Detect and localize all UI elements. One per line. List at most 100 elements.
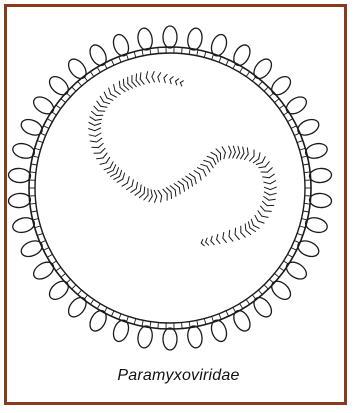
nucleocapsid-subunit [175,190,176,196]
matrix-tick [246,299,249,304]
matrix-tick [61,274,66,278]
matrix-tick [275,99,280,103]
matrix-tick [37,233,43,235]
matrix-tick [134,319,136,325]
matrix-tick [37,141,43,143]
matrix-tick [30,172,36,173]
matrix-tick [90,299,93,304]
matrix-tick [33,219,39,220]
matrix-tick [302,219,308,220]
matrix-tick [246,72,249,77]
matrix-tick [212,54,214,60]
peplomer-spike [8,193,31,209]
matrix-tick [84,295,88,300]
matrix-tick [119,57,121,63]
matrix-tick [226,60,229,65]
peplomer-spike [231,42,254,68]
matrix-tick [47,254,52,257]
matrix-tick [66,93,70,97]
matrix-tick [84,76,88,81]
matrix-tick [279,105,284,109]
matrix-tick [126,316,128,322]
matrix-tick [252,295,256,300]
matrix-tick [240,67,243,72]
nucleocapsid-subunit [144,187,145,194]
viral-envelope-inner [35,53,305,323]
matrix-tick [40,241,46,243]
peplomer-spike [295,116,321,138]
matrix-tick [182,48,183,54]
matrix-tick [150,48,151,54]
matrix-tick [291,126,296,129]
matrix-tick [72,285,76,289]
matrix-tick [270,93,274,97]
matrix-tick [264,87,268,91]
matrix-tick [104,63,107,68]
matrix-tick [44,126,49,129]
peplomer-spike [250,56,275,82]
peplomer-spike [295,238,321,260]
matrix-tick [90,72,93,77]
matrix-tick [56,105,61,109]
matrix-tick [33,156,39,157]
matrix-tick [258,290,262,295]
matrix-tick [279,267,284,271]
matrix-tick [303,211,309,212]
matrix-tick [288,254,293,257]
matrix-tick [204,319,206,325]
matrix-tick [294,133,300,135]
matrix-tick [219,57,221,63]
matrix-tick [51,112,56,115]
peplomer-spike [231,308,254,334]
matrix-tick [304,203,310,204]
peplomer-spike [309,193,332,209]
matrix-tick [297,141,303,143]
peplomer-spike [163,328,177,350]
peplomer-spike [31,94,57,118]
peplomer-spike [65,56,90,82]
matrix-tick [233,63,236,68]
nucleocapsid-subunit [140,73,141,79]
matrix-tick [78,290,82,295]
matrix-tick [219,314,221,320]
peplomer-spike [163,26,177,48]
matrix-tick [44,248,49,251]
peplomer-spike [8,168,31,184]
matrix-tick [72,87,76,91]
matrix-tick [97,304,100,309]
peplomer-spike [19,116,45,138]
matrix-tick [197,50,198,56]
matrix-tick [297,233,303,235]
matrix-tick [204,52,206,58]
matrix-tick [158,48,159,54]
matrix-tick [294,241,300,243]
matrix-tick [61,99,66,103]
matrix-tick [150,322,151,328]
matrix-tick [142,50,143,56]
matrix-tick [300,148,306,150]
matrix-tick [291,248,296,251]
matrix-tick [158,323,159,329]
matrix-tick [284,261,289,264]
nucleocapsid-subunit [265,211,272,212]
matrix-tick [51,261,56,264]
figure-caption: Paramyxoviridae [0,367,357,385]
matrix-tick [252,76,256,81]
matrix-tick [134,52,136,58]
matrix-tick [78,81,82,86]
matrix-tick [182,323,183,329]
matrix-tick [189,48,190,54]
matrix-tick [270,279,274,283]
matrix-tick [111,60,114,65]
matrix-tick [97,67,100,72]
nucleocapsid-subunit [229,230,230,236]
matrix-tick [142,320,143,326]
matrix-tick [126,54,128,60]
matrix-tick [66,279,70,283]
peplomer-spike [87,308,110,334]
matrix-tick [189,322,190,328]
matrix-tick [119,314,121,320]
matrix-tick [300,226,306,228]
peplomer-spike [19,238,45,260]
matrix-tick [47,119,52,122]
